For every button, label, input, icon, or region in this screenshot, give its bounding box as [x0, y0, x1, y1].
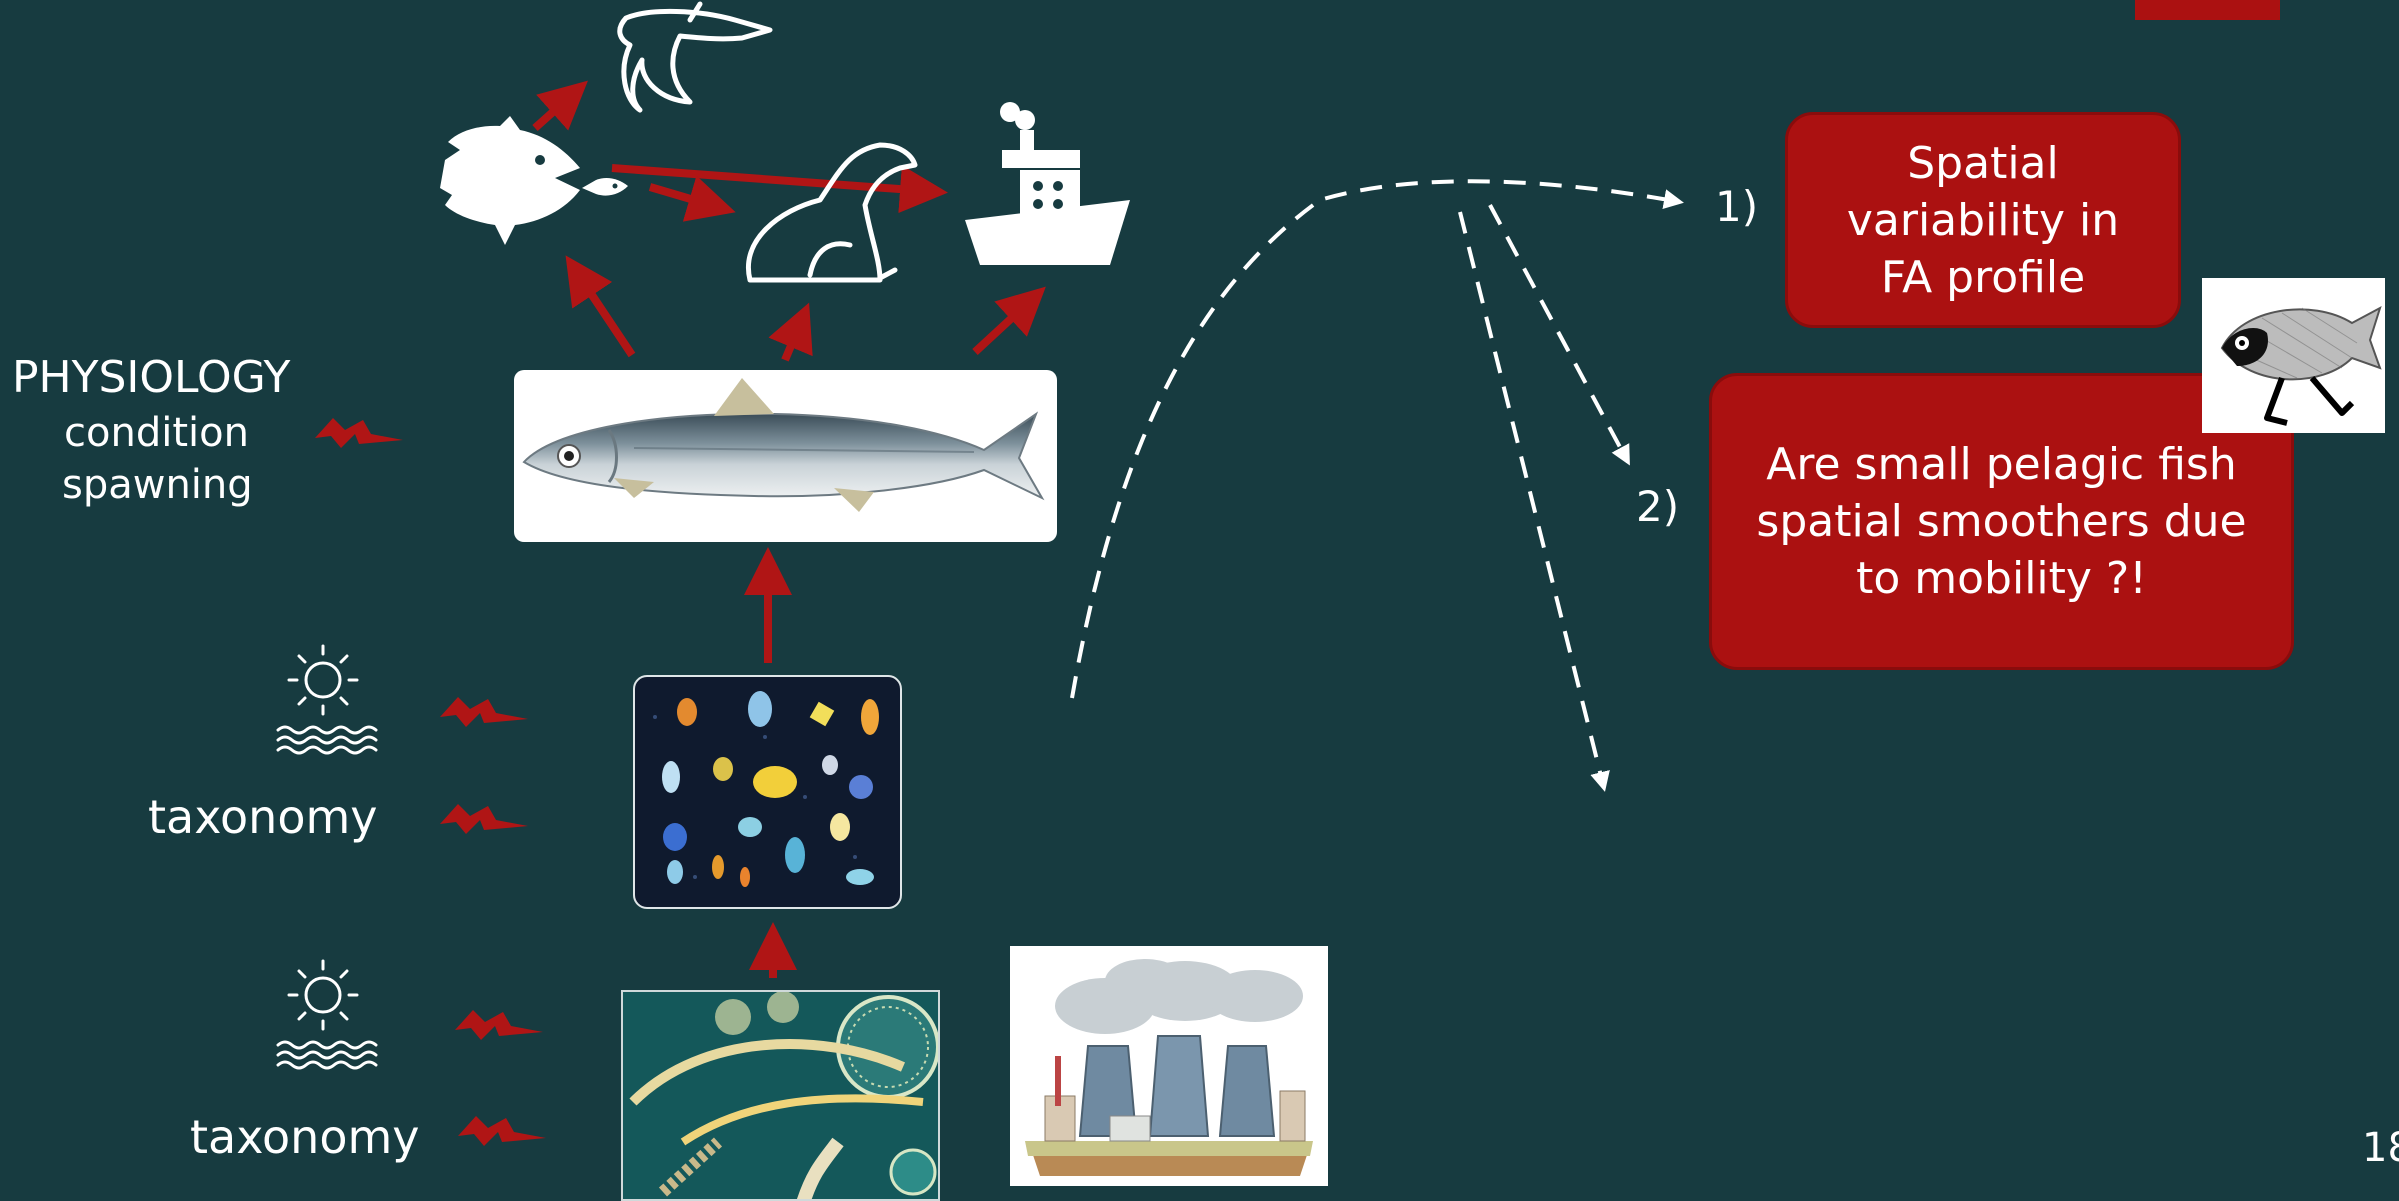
outcome-box-spatial-variability: Spatial variability in FA profile	[1785, 112, 2181, 328]
outcome-box-2-line-2: spatial smoothers due	[1756, 493, 2246, 550]
outcome-box-1-line-2: variability in	[1847, 192, 2119, 249]
zooplankton-taxonomy-label: taxonomy	[148, 790, 378, 844]
dashed-arrows	[1072, 181, 1680, 788]
shark-icon	[620, 4, 770, 110]
lightning-bolt-icon	[455, 1010, 543, 1040]
red-arrows	[535, 86, 1040, 978]
outcome-box-1-line-3: FA profile	[1847, 249, 2119, 306]
outcome-number-2: 2)	[1636, 482, 1679, 531]
fish-eating-fish-icon	[440, 116, 628, 245]
seal-icon	[748, 145, 915, 280]
outcome-box-1-line-1: Spatial	[1847, 135, 2119, 192]
sun-over-water-icon	[278, 961, 376, 1068]
fishing-boat-icon	[965, 102, 1130, 265]
lightning-bolt-icon	[440, 697, 528, 727]
physiology-spawning: spawning	[62, 462, 253, 508]
outcome-number-1: 1)	[1715, 182, 1758, 231]
outcome-box-spatial-smoothers: Are small pelagic fish spatial smoothers…	[1709, 373, 2294, 670]
lightning-bolt-icon	[458, 1116, 546, 1146]
lightning-bolt-icon	[315, 418, 403, 448]
outcome-box-2-line-3: to mobility ?!	[1756, 550, 2246, 607]
page-number: 18	[2362, 1125, 2399, 1171]
sun-over-water-icon	[278, 646, 376, 753]
physiology-condition: condition	[64, 410, 249, 456]
lightning-bolt-icon	[440, 804, 528, 834]
phytoplankton-taxonomy-label: taxonomy	[190, 1110, 420, 1164]
physiology-title: PHYSIOLOGY	[12, 352, 290, 403]
outcome-box-2-line-1: Are small pelagic fish	[1756, 436, 2246, 493]
